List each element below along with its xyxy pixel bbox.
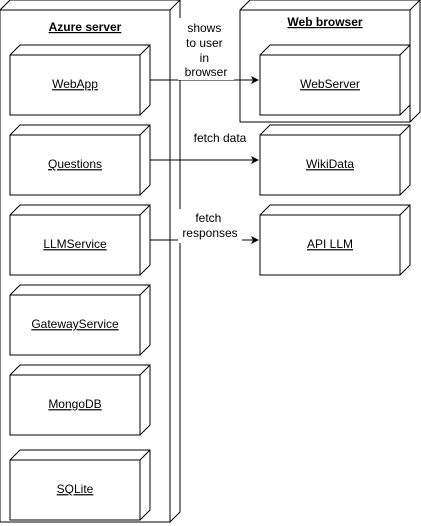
llmservice-label: LLMService — [43, 237, 107, 251]
edge-questions-wikidata: fetch data — [150, 131, 259, 164]
edge-label-background — [178, 209, 242, 243]
mongodb-node[interactable]: MongoDB — [9, 364, 151, 436]
edge-label-background — [178, 18, 234, 80]
apillm-label: API LLM — [307, 237, 353, 251]
llmservice-node[interactable]: LLMService — [9, 204, 151, 276]
webserver-node[interactable]: WebServer — [259, 44, 411, 116]
edge-label-fetch-responses: fetch responses — [182, 211, 237, 240]
edge-llmservice-apillm: fetch responses — [150, 209, 259, 244]
questions-label: Questions — [48, 157, 102, 171]
edge-label-shows-to-user: shows to user in browser — [185, 21, 228, 79]
wikidata-label: WikiData — [306, 157, 354, 171]
web-browser-title: Web browser — [287, 15, 362, 29]
azure-server-title: Azure server — [49, 20, 122, 34]
wikidata-node[interactable]: WikiData — [259, 124, 411, 196]
questions-node[interactable]: Questions — [9, 124, 151, 196]
webserver-label: WebServer — [300, 77, 360, 91]
edge-webapp-webserver: shows to user in browser — [150, 18, 259, 84]
gatewayservice-node[interactable]: GatewayService — [9, 284, 151, 356]
edge-label-fetch-data: fetch data — [194, 131, 247, 145]
mongodb-label: MongoDB — [48, 397, 101, 411]
webapp-label: WebApp — [52, 77, 98, 91]
gatewayservice-label: GatewayService — [31, 317, 119, 331]
webapp-node[interactable]: WebApp — [9, 44, 151, 116]
sqlite-node[interactable]: SQLite — [9, 449, 151, 521]
sqlite-label: SQLite — [57, 482, 94, 496]
apillm-node[interactable]: API LLM — [259, 204, 411, 276]
